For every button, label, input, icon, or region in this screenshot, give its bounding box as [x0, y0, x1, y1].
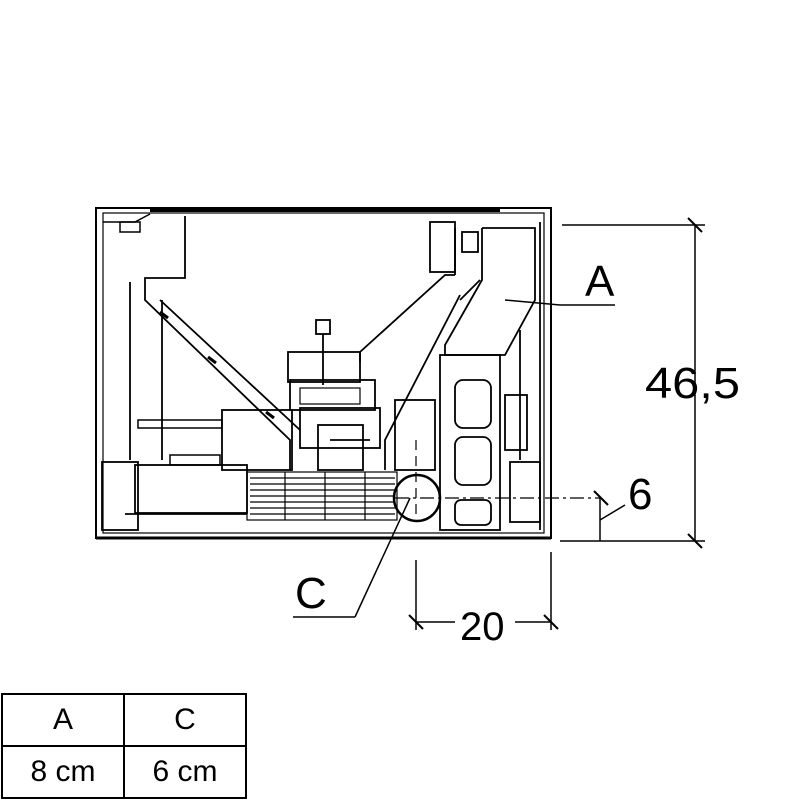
drive-motor — [221, 319, 436, 471]
legend-value-c: 6 cm — [123, 745, 247, 799]
legend-header-a: A — [1, 693, 125, 747]
hopper-body — [129, 216, 461, 470]
grille — [246, 471, 398, 521]
legend-value-a: 8 cm — [1, 745, 125, 799]
leader-c — [293, 497, 411, 618]
exhaust-duct-a — [429, 221, 541, 530]
label-a: A — [585, 257, 615, 306]
legend-header-c: C — [123, 693, 247, 747]
ash-drawer — [101, 461, 248, 531]
dimension-offset — [593, 490, 626, 541]
hopper-bolts — [159, 310, 275, 420]
unit-outline — [95, 207, 552, 540]
corner-bracket — [103, 213, 151, 233]
legend-header-row: A C — [1, 693, 247, 747]
right-column — [439, 330, 541, 531]
label-c: C — [295, 569, 327, 618]
legend-value-row: 8 cm 6 cm — [1, 745, 247, 799]
air-inlet-c — [392, 440, 600, 523]
label-width: 20 — [460, 605, 505, 649]
label-offset: 6 — [628, 470, 652, 519]
leader-a — [504, 299, 615, 306]
dimension-height — [560, 217, 705, 549]
dimension-legend-table: A C 8 cm 6 cm — [1, 693, 247, 799]
label-height: 46,5 — [645, 359, 740, 408]
auger-rod — [137, 419, 223, 466]
dimension-width — [408, 552, 559, 630]
